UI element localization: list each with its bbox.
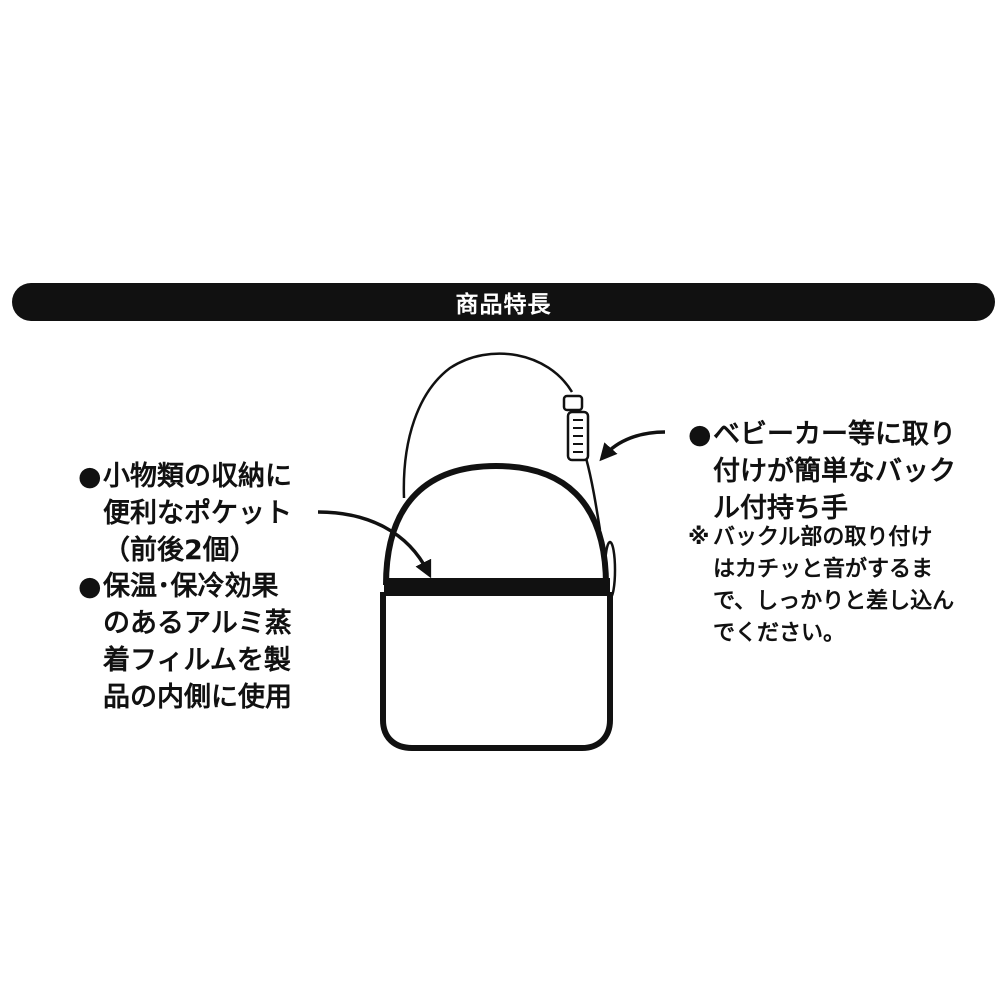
pocket-arrow xyxy=(317,510,432,579)
pocket-feature: ●小物類の収納に 便利なポケット （前後2個） xyxy=(78,458,292,569)
buckle-feature-line: 付けが簡単なバック xyxy=(713,456,956,487)
buckle-note: ※バックル部の取り付け はカチッと音がするま で、しっかりと差し込ん でください… xyxy=(688,522,954,650)
note-line: バックル部の取り付け xyxy=(713,525,933,550)
note-line: でください。 xyxy=(713,621,846,646)
shoulder-strap-lower xyxy=(584,457,602,531)
pocket-feature-line: （前後2個） xyxy=(103,535,257,566)
buckle-feature-line: ル付持ち手 xyxy=(713,493,848,524)
buckle xyxy=(562,394,590,462)
buckle-arrow xyxy=(599,430,666,462)
section-title-bar: 商品特長 xyxy=(12,283,995,321)
bullet-icon: ● xyxy=(78,571,102,602)
bag-body xyxy=(380,592,613,751)
bullet-icon: ● xyxy=(78,461,102,492)
buckle-feature: ●ベビーカー等に取り 付けが簡単なバック ル付持ち手 xyxy=(688,416,956,527)
note-line: はカチッと音がするま xyxy=(713,557,934,582)
insulation-feature-line: 品の内側に使用 xyxy=(103,682,292,713)
insulation-feature: ●保温･保冷効果 のあるアルミ蒸 着フィルムを製 品の内側に使用 xyxy=(78,568,292,716)
section-title: 商品特長 xyxy=(455,292,552,318)
pocket-feature-line: 便利なポケット xyxy=(103,498,292,529)
bag-lid xyxy=(383,462,609,586)
insulation-feature-line: のあるアルミ蒸 xyxy=(103,608,292,639)
buckle-feature-line: ベビーカー等に取り xyxy=(713,419,956,450)
bullet-icon: ● xyxy=(688,419,712,450)
insulation-feature-line: 保温･保冷効果 xyxy=(103,571,279,602)
note-line: で、しっかりと差し込ん xyxy=(713,589,955,614)
zipper-band xyxy=(384,578,610,596)
insulation-feature-line: 着フィルムを製 xyxy=(103,645,291,676)
pocket-feature-line: 小物類の収納に xyxy=(103,461,292,492)
shoulder-strap xyxy=(402,352,574,499)
note-mark: ※ xyxy=(688,525,710,550)
